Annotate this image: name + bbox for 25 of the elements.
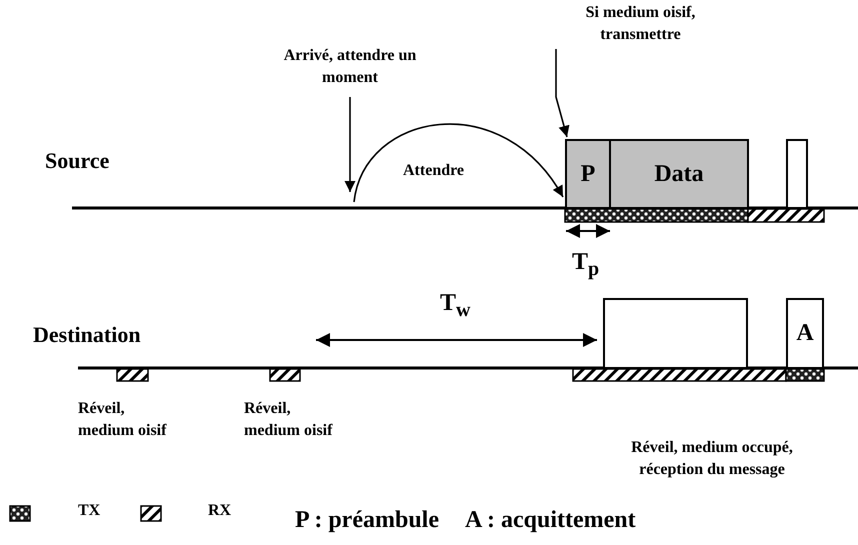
label: Réveil, medium occupé, réception du message <box>630 438 794 480</box>
label: Attendre <box>403 161 464 181</box>
frame-label: P <box>580 160 596 188</box>
arrow <box>555 49 570 138</box>
label: T$_{p}$ <box>572 248 600 282</box>
label: A : acquittement <box>465 506 636 535</box>
frame-label: A <box>796 320 814 347</box>
label: Source <box>45 147 110 175</box>
frame-box <box>609 139 749 209</box>
label: Réveil, medium oisif <box>78 399 168 441</box>
frame-box <box>786 298 824 369</box>
legend-label: TX <box>78 502 100 520</box>
empty-frame-box <box>603 298 748 369</box>
frame-label: Data <box>654 160 704 188</box>
label: Destination <box>33 321 141 349</box>
label: P : préambule <box>295 506 439 535</box>
label: T$_{w}$ <box>440 289 470 323</box>
annotation-text: Arrivé, attendre un moment <box>255 45 445 90</box>
legend-label: RX <box>208 502 232 520</box>
arrow <box>353 124 564 202</box>
annotation-text: Si medium oisif, transmettre <box>548 2 733 47</box>
frame-box <box>565 139 611 209</box>
empty-frame-box <box>786 139 808 209</box>
arrow <box>344 97 356 192</box>
label: Réveil, medium oisif <box>244 399 334 441</box>
